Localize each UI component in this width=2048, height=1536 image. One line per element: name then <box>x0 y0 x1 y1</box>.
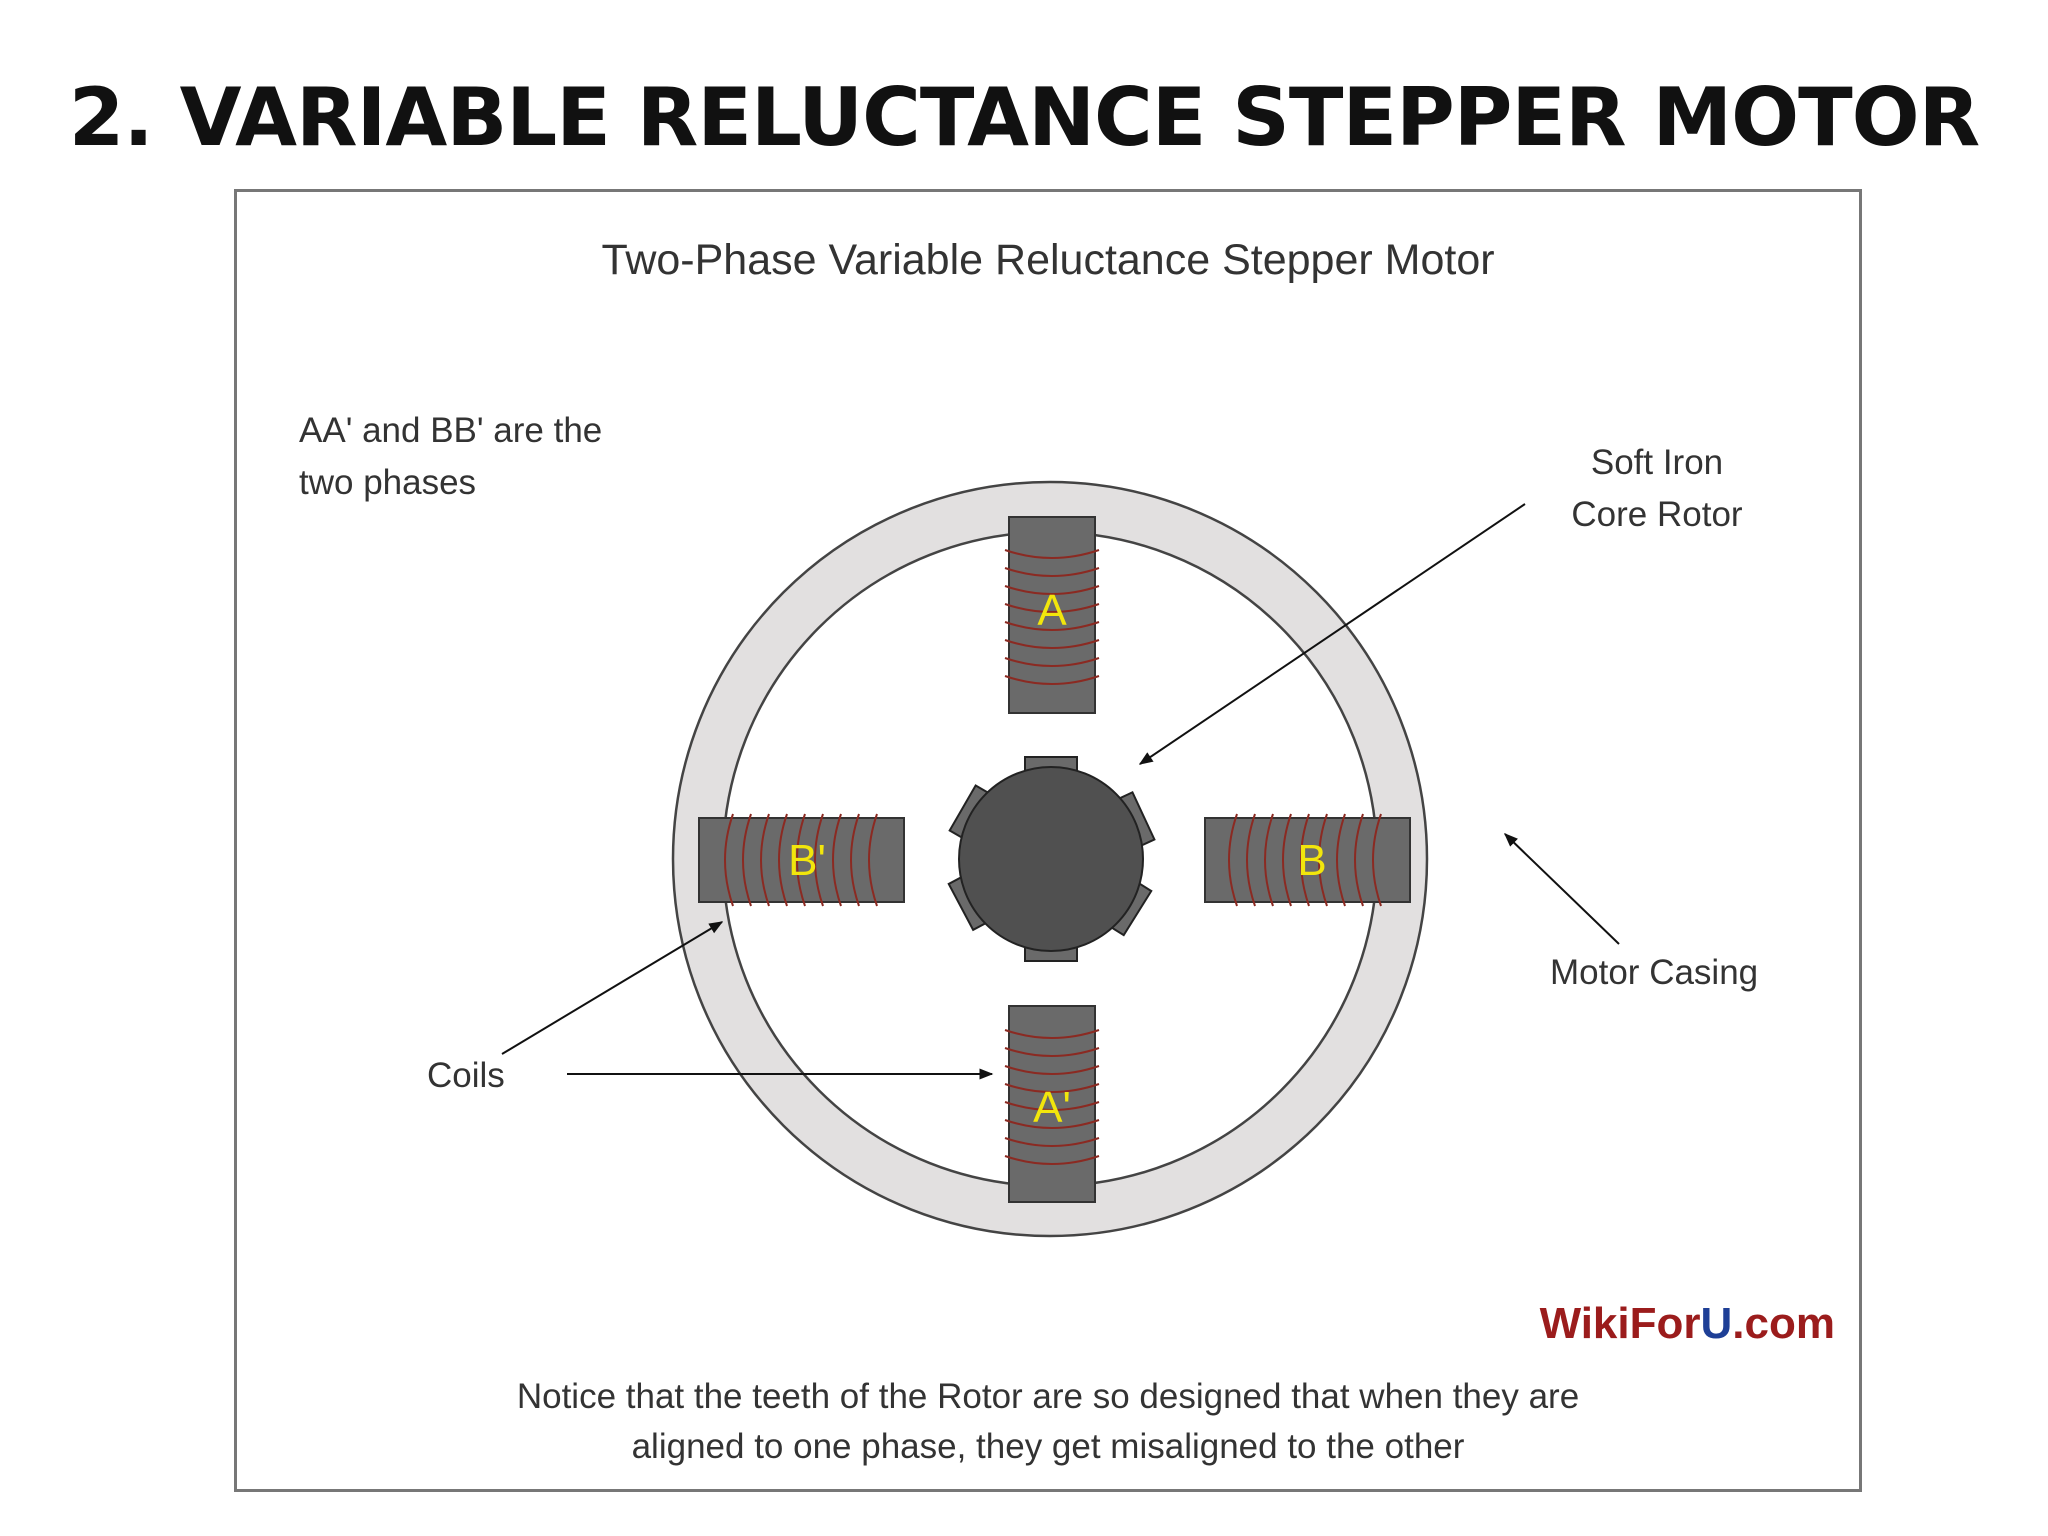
pole-b-prime-coil <box>724 813 878 907</box>
phase-note-line-1: AA' and BB' are the <box>299 411 602 450</box>
footer-note-line-1: Notice that the teeth of the Rotor are s… <box>517 1377 1579 1416</box>
stepper-motor-diagram: Two-Phase Variable Reluctance Stepper Mo… <box>299 236 1835 1466</box>
pole-a-coil <box>1004 549 1100 685</box>
pole-a: A <box>1004 516 1100 714</box>
casing-arrow <box>1503 833 1620 945</box>
coils-label: Coils <box>427 1056 505 1095</box>
phase-note-line-2: two phases <box>299 463 476 502</box>
pole-a-label: A <box>1037 586 1067 635</box>
rotor <box>947 756 1156 962</box>
casing-label: Motor Casing <box>1550 953 1758 992</box>
diagram-title: Two-Phase Variable Reluctance Stepper Mo… <box>601 236 1494 284</box>
pole-a-prime-label: A' <box>1033 1083 1071 1132</box>
watermark-logo: WikiForU.com <box>1540 1299 1835 1348</box>
pole-b: B <box>1204 813 1411 907</box>
pole-b-label: B <box>1297 836 1326 885</box>
pole-b-prime: B' <box>698 813 905 907</box>
pole-a-prime: A' <box>1004 1005 1100 1203</box>
rotor-arrow <box>1138 503 1526 765</box>
pole-b-coil <box>1228 813 1382 907</box>
rotor-label-line-1: Soft Iron <box>1591 443 1723 482</box>
diagram-frame: Two-Phase Variable Reluctance Stepper Mo… <box>234 189 1862 1492</box>
slide-title: 2. VARIABLE RELUCTANCE STEPPER MOTOR <box>68 71 1981 164</box>
pole-a-prime-coil <box>1004 1029 1100 1165</box>
rotor-label-line-2: Core Rotor <box>1571 495 1743 534</box>
footer-note-line-2: aligned to one phase, they get misaligne… <box>632 1427 1465 1466</box>
pole-b-prime-label: B' <box>788 836 826 885</box>
coils-arrow-upper <box>501 921 724 1055</box>
rotor-core <box>958 766 1144 952</box>
